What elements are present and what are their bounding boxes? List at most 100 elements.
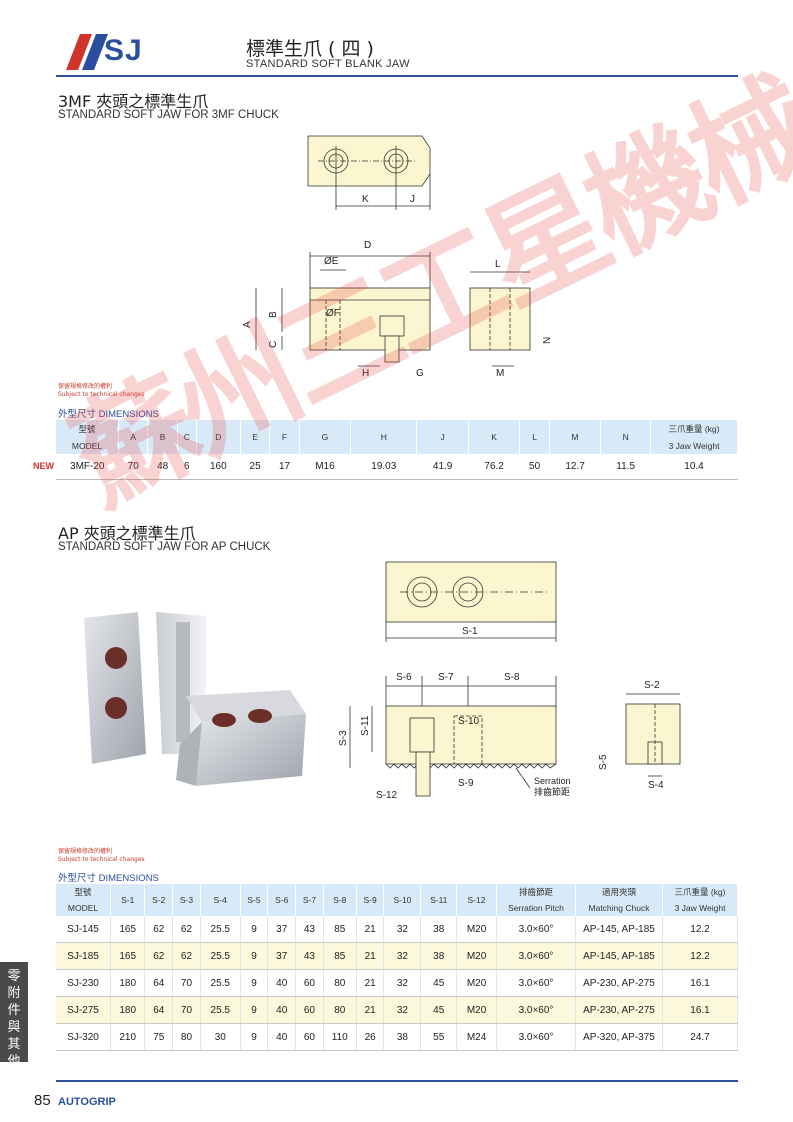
cell-chuck: AP-230, AP-275 bbox=[575, 969, 663, 997]
cell-s7: 60 bbox=[295, 1023, 324, 1051]
page-title: 標準生爪 ( 四 ) bbox=[246, 38, 374, 60]
brand-logo-text: SJ bbox=[104, 34, 143, 67]
dim-label-s5: S-5 bbox=[598, 754, 609, 770]
col-model-en: MODEL bbox=[56, 437, 119, 454]
cell-s10: 32 bbox=[383, 996, 422, 1024]
header-divider bbox=[56, 75, 738, 77]
cell-s4: 25.5 bbox=[200, 996, 241, 1024]
section1-note-cn: 保留規格修改的權利 bbox=[58, 383, 113, 390]
cell-s7: 60 bbox=[295, 969, 324, 997]
cell-s9: 21 bbox=[356, 916, 385, 943]
cell-s1: 210 bbox=[110, 1023, 146, 1051]
col-pitch-cn: 排齒節距 bbox=[496, 884, 576, 900]
col-l: L bbox=[519, 420, 550, 454]
col-n: N bbox=[600, 420, 651, 454]
col-s11: S-11 bbox=[420, 884, 458, 916]
cell-s1: 180 bbox=[110, 969, 146, 997]
col-s3: S-3 bbox=[172, 884, 201, 916]
col-s2: S-2 bbox=[144, 884, 174, 916]
cell-s2: 64 bbox=[144, 969, 174, 997]
col-model-cn: 型號 bbox=[56, 884, 111, 900]
dim-label-m: M bbox=[496, 368, 504, 379]
col-m: M bbox=[549, 420, 602, 454]
cell-chuck: AP-230, AP-275 bbox=[575, 996, 663, 1024]
cell-s10: 32 bbox=[383, 969, 422, 997]
section2-note-en: Subject to technical changes bbox=[58, 856, 145, 863]
cell-s10: 38 bbox=[383, 1023, 422, 1051]
col-f: F bbox=[269, 420, 300, 454]
dim-label-a: A bbox=[242, 321, 253, 328]
cell-weight: 16.1 bbox=[662, 969, 738, 997]
dim-label-s1: S-1 bbox=[462, 626, 478, 637]
cell-s5: 9 bbox=[240, 916, 269, 943]
cell-s7: 60 bbox=[295, 996, 324, 1024]
section1-dimensions-title: 外型尺寸 DIMENSIONS bbox=[58, 409, 159, 420]
dim-label-l: L bbox=[495, 259, 501, 270]
col-weight-en: 3 Jaw Weight bbox=[662, 900, 738, 916]
cell-s3: 70 bbox=[172, 969, 201, 997]
cell-s6: 40 bbox=[267, 996, 297, 1024]
cell-pitch: 3.0×60° bbox=[496, 996, 576, 1024]
cell-s1: 165 bbox=[110, 916, 146, 943]
col-g: G bbox=[299, 420, 352, 454]
dim-label-s2: S-2 bbox=[644, 680, 660, 691]
cell-s12: M20 bbox=[456, 996, 497, 1024]
cell-s2: 75 bbox=[144, 1023, 174, 1051]
cell-s9: 26 bbox=[356, 1023, 385, 1051]
dim-label-n: N bbox=[542, 337, 553, 344]
col-h: H bbox=[350, 420, 418, 454]
3mf-dimensions-table: 型號 A B C D E F G H J K L M N 三爪重量 (kg) M… bbox=[56, 420, 738, 480]
cell-model: SJ-145 bbox=[56, 916, 111, 943]
serration-label-cn: 排齒節距 bbox=[534, 786, 570, 797]
col-e: E bbox=[240, 420, 271, 454]
cell-s8: 80 bbox=[323, 969, 357, 997]
dim-label-g: G bbox=[416, 368, 424, 379]
cell-s8: 110 bbox=[323, 1023, 357, 1051]
col-s8: S-8 bbox=[323, 884, 357, 916]
cell-s1: 180 bbox=[110, 996, 146, 1024]
col-a: A bbox=[118, 420, 149, 454]
cell-s6: 37 bbox=[267, 942, 297, 970]
cell-s5: 9 bbox=[240, 996, 269, 1024]
col-s1: S-1 bbox=[110, 884, 146, 916]
dim-label-j: J bbox=[410, 194, 415, 205]
dim-label-b: B bbox=[268, 311, 279, 318]
3mf-jaw-drawing: K J D ØE ØF A B C H G L M N bbox=[242, 135, 553, 379]
section2-subtitle: STANDARD SOFT JAW FOR AP CHUCK bbox=[58, 541, 271, 553]
ap-jaw-photo bbox=[84, 612, 306, 786]
dim-label-c: C bbox=[268, 341, 279, 348]
col-d: D bbox=[196, 420, 241, 454]
cell-s11: 55 bbox=[420, 1023, 458, 1051]
dim-label-k: K bbox=[362, 194, 369, 205]
col-weight-cn: 三爪重量 (kg) bbox=[650, 420, 738, 437]
cell-chuck: AP-320, AP-375 bbox=[575, 1023, 663, 1051]
cell-s12: M20 bbox=[456, 916, 497, 943]
cell-s11: 38 bbox=[420, 942, 458, 970]
dim-label-h: H bbox=[362, 368, 369, 379]
cell-s9: 21 bbox=[356, 996, 385, 1024]
col-s9: S-9 bbox=[356, 884, 385, 916]
col-weight-en: 3 Jaw Weight bbox=[650, 437, 738, 454]
cell-s4: 30 bbox=[200, 1023, 241, 1051]
col-k: K bbox=[468, 420, 521, 454]
cell-s3: 70 bbox=[172, 996, 201, 1024]
cell-s1: 165 bbox=[110, 942, 146, 970]
cell-s11: 45 bbox=[420, 996, 458, 1024]
new-badge: NEW bbox=[33, 461, 54, 471]
side-tab[interactable]: 零附件與其他 bbox=[0, 962, 28, 1069]
col-b: B bbox=[147, 420, 178, 454]
section1-title: 3MF 夾頭之標準生爪 bbox=[58, 92, 209, 111]
col-weight-cn: 三爪重量 (kg) bbox=[662, 884, 738, 900]
cell-s9: 21 bbox=[356, 942, 385, 970]
cell-model: SJ-185 bbox=[56, 942, 111, 970]
cell-s5: 9 bbox=[240, 942, 269, 970]
cell-s5: 9 bbox=[240, 969, 269, 997]
cell-s9: 21 bbox=[356, 969, 385, 997]
dim-label-s8: S-8 bbox=[504, 672, 520, 683]
cell-s8: 85 bbox=[323, 942, 357, 970]
cell-s4: 25.5 bbox=[200, 969, 241, 997]
cell-s3: 62 bbox=[172, 916, 201, 943]
col-pitch-en: Serration Pitch bbox=[496, 900, 576, 916]
cell-chuck: AP-145, AP-185 bbox=[575, 942, 663, 970]
